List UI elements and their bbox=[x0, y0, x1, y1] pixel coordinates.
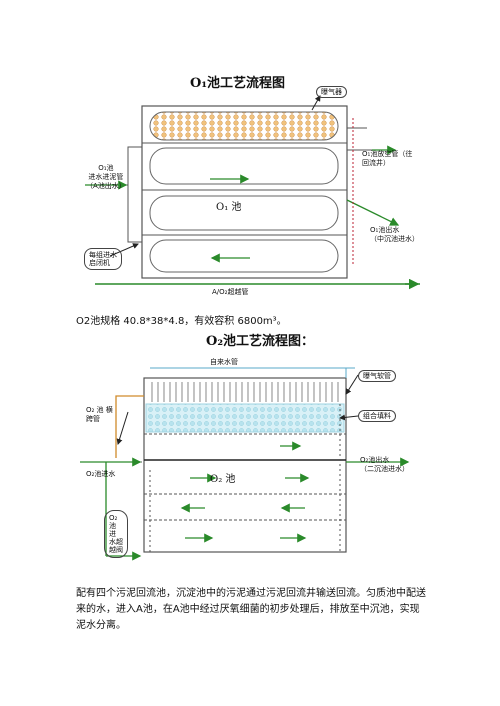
o1-tank-label: O₁ 池 bbox=[216, 202, 242, 213]
o1-tank bbox=[85, 95, 420, 290]
valve-label: 每组进水 启闭机 bbox=[84, 248, 122, 270]
water-pipe-label: 自来水管 bbox=[210, 358, 238, 366]
o2-tank bbox=[80, 367, 410, 561]
spec-text: O2池规格 40.8*38*4.8，有效容积 6800m³。 bbox=[76, 316, 287, 327]
aeration-label: 曝气器 bbox=[316, 86, 347, 98]
bypass-label: A/O₂超越管 bbox=[212, 288, 249, 296]
paragraph-line-3: 泥水分离。 bbox=[76, 620, 126, 631]
o1-title: O₁池工艺流程图 bbox=[190, 76, 286, 91]
o2-overflow-valve-label: O₂ 池 进 水超 越阀 bbox=[104, 510, 128, 558]
aeration-hose-label: 曝气软管 bbox=[358, 370, 396, 382]
cross-pipe-label: O₂ 池 横 跨管 bbox=[86, 406, 113, 423]
o2-title: O₂池工艺流程图： bbox=[206, 334, 315, 349]
o2-outlet-label: O₂池出水 （二沉池进水） bbox=[360, 456, 409, 473]
media-label: 组合填料 bbox=[358, 410, 396, 422]
o1-inlet-label: O₁池 进水进泥管 （A池出水） bbox=[86, 164, 126, 190]
o1-outlet-label: O₁池出水 （中沉池进水） bbox=[370, 226, 419, 243]
o1-vent-label: O₁池放空管（往 回流井） bbox=[362, 150, 413, 167]
paragraph-line-2: 来的水，进入A池，在A池中经过厌氧细菌的初步处理后，排放至中沉池，实现 bbox=[76, 604, 420, 615]
o2-inlet-label: O₂池进水 bbox=[86, 470, 116, 478]
o2-tank-label: O₂ 池 bbox=[210, 474, 236, 485]
paragraph-line-1: 配有四个污泥回流池，沉淀池中的污泥通过污泥回流井输送回流。匀质池中配送 bbox=[76, 588, 426, 599]
